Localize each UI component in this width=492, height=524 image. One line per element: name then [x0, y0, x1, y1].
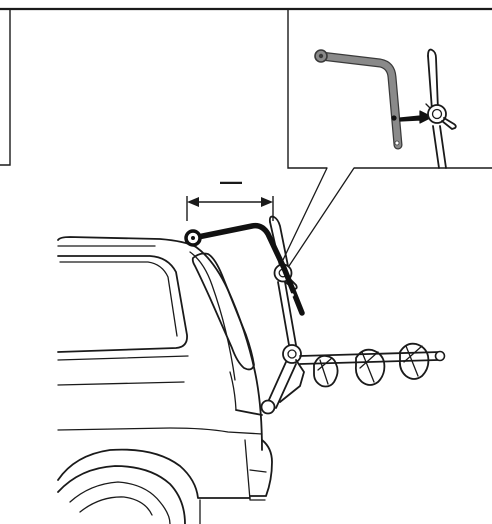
detail-rack-tube-icon [427, 48, 447, 169]
dimension-marker: — [186, 169, 274, 221]
rack-top-arm-icon [184, 222, 305, 316]
detail-insert-arrow-icon [399, 110, 433, 124]
car-rear-outline-icon [57, 236, 273, 524]
dimension-arrow-left-icon [187, 197, 199, 207]
detail-inset [281, 9, 492, 267]
detail-inset-frame [287, 9, 492, 169]
dimension-label: — [220, 169, 242, 194]
detail-clamp-knob-icon [425, 103, 457, 130]
bike-rack-frame-icon [260, 215, 446, 415]
bike-cradles-icon [313, 342, 430, 388]
callout-pointer [281, 167, 355, 267]
dimension-arrow-right-icon [261, 197, 273, 207]
left-inset-frame [0, 9, 11, 166]
detail-inset-arm-icon [314, 49, 403, 150]
